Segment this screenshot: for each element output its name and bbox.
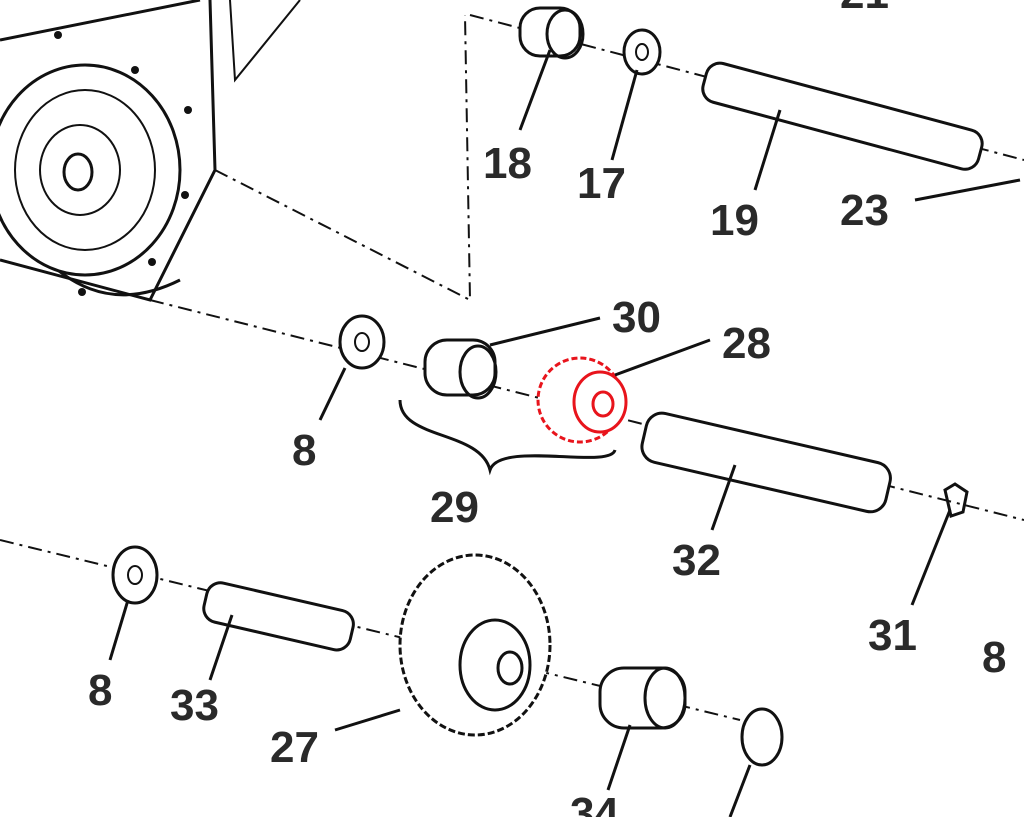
label-8-middle: 8 <box>292 426 316 475</box>
part-17-washer <box>622 28 662 76</box>
label-8-right: 8 <box>982 633 1006 682</box>
bracket-29 <box>398 399 617 476</box>
label-32: 32 <box>672 536 721 585</box>
part-34-bushing <box>598 666 687 730</box>
washer-lower-right <box>740 707 784 767</box>
part-28-gear[interactable] <box>536 356 628 444</box>
housing <box>0 0 472 302</box>
label-33: 33 <box>170 681 219 730</box>
label-19: 19 <box>710 196 759 245</box>
label-18: 18 <box>483 139 532 188</box>
part-33-shaft <box>202 581 355 652</box>
pulley <box>0 63 182 277</box>
label-21: 21 <box>840 0 889 18</box>
part-27-gear <box>398 553 552 737</box>
label-27: 27 <box>270 723 319 772</box>
label-29: 29 <box>430 483 479 532</box>
label-23: 23 <box>840 186 889 235</box>
label-31: 31 <box>868 611 917 660</box>
label-30: 30 <box>612 293 661 342</box>
label-34: 34 <box>570 789 619 817</box>
label-8-lower: 8 <box>88 666 112 715</box>
part-18-bushing <box>518 6 585 60</box>
part-8-washer-lower <box>111 545 159 605</box>
part-30-bushing <box>423 338 498 400</box>
part-8-washer <box>338 314 386 370</box>
label-17: 17 <box>577 159 626 208</box>
part-32-shaft <box>640 411 892 514</box>
part-19-shaft <box>701 61 984 171</box>
label-28: 28 <box>722 319 771 368</box>
